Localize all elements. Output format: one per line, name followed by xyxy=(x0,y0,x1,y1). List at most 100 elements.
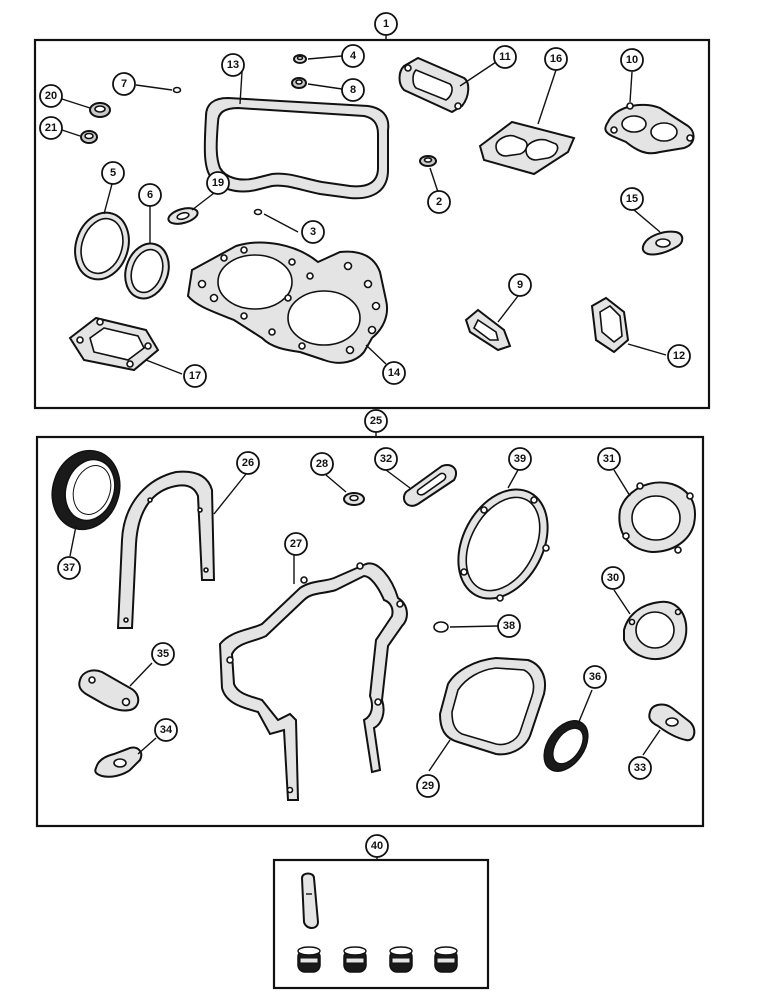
kit-panel-upper xyxy=(33,35,711,410)
part-39-round-gasket xyxy=(457,488,550,602)
callout-31: 31 xyxy=(597,447,621,471)
part-33-gasket xyxy=(648,703,696,742)
part-2-seal xyxy=(419,155,437,167)
callout-11: 11 xyxy=(493,45,517,69)
svg-text:33: 33 xyxy=(634,762,646,774)
svg-text:29: 29 xyxy=(422,780,434,792)
callout-21: 21 xyxy=(39,116,63,140)
part-20-seal xyxy=(89,102,111,118)
svg-text:30: 30 xyxy=(607,572,619,584)
svg-text:35: 35 xyxy=(157,648,169,660)
callout-38: 38 xyxy=(497,614,521,638)
part-10-flange-gasket xyxy=(604,102,695,155)
part-13-cover-gasket xyxy=(203,96,390,200)
callout-15: 15 xyxy=(620,187,644,211)
callout-13: 13 xyxy=(221,53,245,77)
part-28-washer xyxy=(343,492,365,506)
svg-text:14: 14 xyxy=(388,367,401,379)
svg-text:3: 3 xyxy=(310,226,316,238)
svg-text:8: 8 xyxy=(350,84,356,96)
svg-text:26: 26 xyxy=(242,457,254,469)
svg-text:28: 28 xyxy=(316,458,328,470)
callout-28: 28 xyxy=(310,452,334,476)
callout-29: 29 xyxy=(416,774,440,798)
part-7-small-o-ring xyxy=(172,86,182,94)
part-27-timing-cover-gasket xyxy=(218,562,408,801)
svg-text:12: 12 xyxy=(673,350,685,362)
valve-seal xyxy=(297,946,321,973)
part-31-flange-gasket xyxy=(618,481,696,554)
leaders-upper xyxy=(61,55,667,375)
part-19-sealing-washer xyxy=(167,207,199,225)
part-14-head-gasket xyxy=(186,241,388,364)
svg-text:36: 36 xyxy=(589,671,601,683)
part-30-flange-gasket xyxy=(623,600,688,660)
valve-seal xyxy=(343,946,367,973)
callout-8: 8 xyxy=(341,78,365,102)
callout-32: 32 xyxy=(374,447,398,471)
callout-labels: 1 4 13 11 16 10 7 8 20 21 5 6 19 2 15 3 … xyxy=(39,12,691,858)
svg-text:31: 31 xyxy=(603,453,615,465)
part-4-washer xyxy=(293,54,307,64)
svg-text:32: 32 xyxy=(380,453,392,465)
part-35-oval-gasket xyxy=(78,669,140,712)
svg-text:19: 19 xyxy=(212,177,224,189)
svg-text:11: 11 xyxy=(499,51,511,63)
part-36-oil-seal xyxy=(543,720,589,772)
callout-39: 39 xyxy=(508,447,532,471)
part-38-o-ring xyxy=(433,621,449,633)
callout-7: 7 xyxy=(112,72,136,96)
lower-panel-frame xyxy=(272,858,490,990)
valve-seal xyxy=(389,946,413,973)
svg-text:34: 34 xyxy=(160,724,173,736)
callout-33: 33 xyxy=(628,756,652,780)
callout-19: 19 xyxy=(206,171,230,195)
part-40-sleeve xyxy=(300,872,320,929)
svg-text:25: 25 xyxy=(370,415,382,427)
callout-16: 16 xyxy=(544,47,568,71)
svg-text:5: 5 xyxy=(110,167,116,179)
callout-17: 17 xyxy=(183,364,207,388)
callout-14: 14 xyxy=(382,361,406,385)
part-12-gasket xyxy=(590,296,630,354)
callout-30: 30 xyxy=(601,566,625,590)
part-40-valve-seals xyxy=(297,946,458,973)
part-3-small-o-ring xyxy=(253,208,263,216)
svg-text:17: 17 xyxy=(189,370,201,382)
callout-4: 4 xyxy=(341,44,365,68)
kit-panel-middle xyxy=(35,432,705,828)
svg-text:16: 16 xyxy=(550,53,562,65)
callout-35: 35 xyxy=(151,642,175,666)
part-37-oil-seal xyxy=(51,449,121,531)
callout-25: 25 xyxy=(364,409,388,433)
part-15-oval-gasket xyxy=(641,230,684,256)
part-9-gasket xyxy=(464,308,512,352)
svg-text:27: 27 xyxy=(290,538,302,550)
svg-text:6: 6 xyxy=(147,189,153,201)
middle-panel-frame xyxy=(35,435,705,828)
part-5-o-ring xyxy=(74,211,130,281)
callout-10: 10 xyxy=(620,48,644,72)
valve-seal xyxy=(434,946,458,973)
svg-text:1: 1 xyxy=(383,18,389,30)
svg-text:15: 15 xyxy=(626,193,638,205)
svg-text:2: 2 xyxy=(436,196,442,208)
callout-37: 37 xyxy=(57,556,81,580)
callout-26: 26 xyxy=(236,451,260,475)
leaders-middle xyxy=(69,469,661,772)
part-34-flange-gasket xyxy=(94,746,143,778)
callout-20: 20 xyxy=(39,84,63,108)
callout-6: 6 xyxy=(138,183,162,207)
callout-40: 40 xyxy=(365,834,389,858)
svg-text:7: 7 xyxy=(121,78,127,90)
part-16-exhaust-gasket xyxy=(478,120,576,176)
callout-34: 34 xyxy=(154,718,178,742)
svg-text:40: 40 xyxy=(371,840,383,852)
part-32-flange-gasket xyxy=(402,464,458,507)
part-29-housing-gasket xyxy=(438,656,546,756)
svg-text:9: 9 xyxy=(517,279,523,291)
svg-text:39: 39 xyxy=(514,453,526,465)
part-8-washer xyxy=(291,77,307,89)
part-17-flange-gasket xyxy=(68,316,160,372)
part-11-manifold-gasket xyxy=(398,56,470,114)
